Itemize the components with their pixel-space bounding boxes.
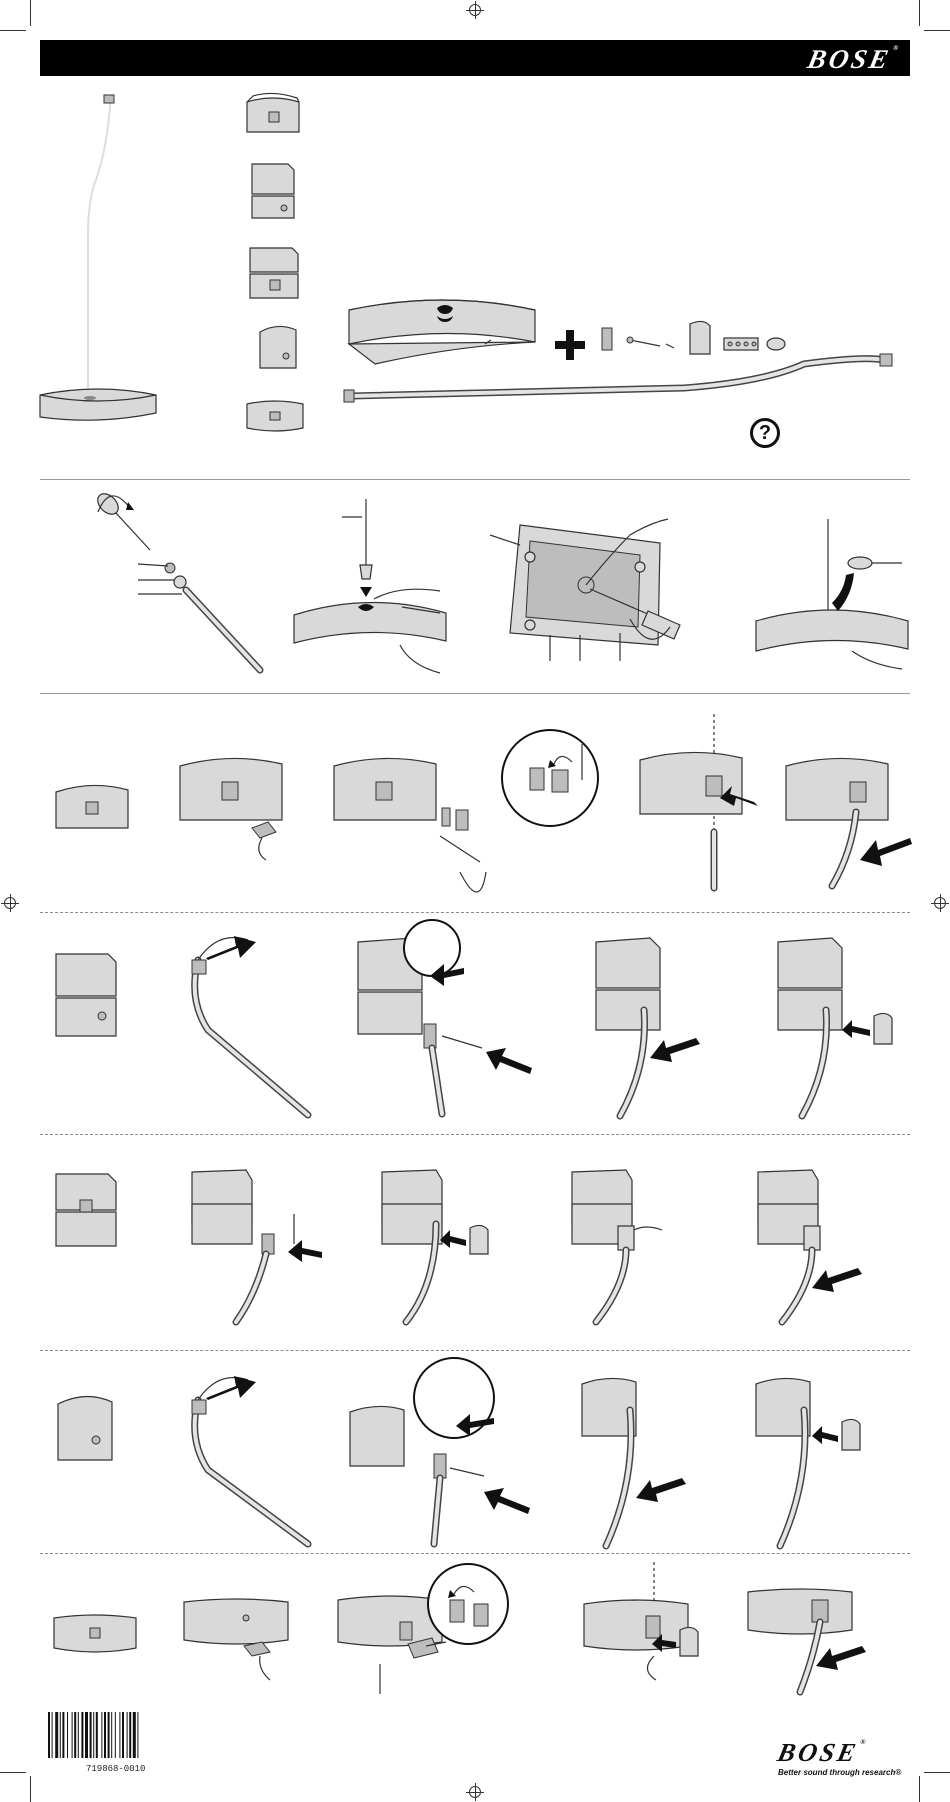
speaker-double-cube-thumbnail: [248, 160, 298, 220]
crop-mark: [30, 1776, 31, 1802]
row2-step2: [352, 918, 542, 1118]
row3-step3: [566, 1164, 696, 1324]
brand-tagline: Better sound through research®: [778, 1768, 901, 1777]
step-attach-base-underside: [490, 515, 680, 675]
brand-logo: BOSE®: [805, 44, 899, 75]
row1-step4: [636, 712, 756, 892]
section-divider: [40, 912, 910, 913]
section-divider: [40, 1134, 910, 1135]
row2-thumbnail: [52, 950, 122, 1040]
row4-step3: [576, 1370, 716, 1550]
row2-step4: [772, 926, 912, 1120]
registration-mark-top: [469, 4, 481, 16]
crop-mark: [924, 1772, 950, 1773]
row1-thumbnail: [52, 780, 132, 832]
row4-step2: [344, 1358, 534, 1548]
section-divider: [40, 693, 910, 694]
step-cap-rod-base: [752, 515, 912, 675]
help-question-icon: ?: [750, 418, 780, 448]
row2-step1: [178, 920, 318, 1120]
row1-step2: [330, 752, 490, 902]
section-divider: [40, 1553, 910, 1554]
crop-mark: [30, 0, 31, 26]
crop-mark: [919, 0, 920, 26]
row3-thumbnail: [52, 1170, 122, 1250]
row5-step3: [580, 1560, 710, 1700]
crop-mark: [0, 30, 26, 31]
row3-step2: [376, 1164, 506, 1324]
speaker-center-thumbnail: [244, 398, 306, 434]
speaker-cube-front-thumbnail: [243, 94, 303, 136]
row5-step2: [334, 1560, 514, 1700]
registration-mark-left: [4, 897, 16, 909]
part-number: 719868-0010: [86, 1764, 145, 1774]
registration-mark-bottom: [469, 1786, 481, 1798]
row2-step3: [590, 926, 730, 1120]
row5-step1: [180, 1596, 300, 1686]
row4-thumbnail: [52, 1390, 118, 1466]
step-insert-rod-base: [290, 495, 450, 675]
row4-step1: [178, 1360, 318, 1550]
row1-step1: [176, 752, 286, 862]
connecting-rod: [344, 352, 904, 412]
speaker-single-cube-thumbnail: [254, 322, 302, 372]
crop-mark: [919, 1776, 920, 1802]
row1-step5: [782, 752, 912, 892]
barcode: [48, 1712, 166, 1762]
row1-step3-zoom: [500, 728, 600, 828]
section-divider: [40, 479, 910, 480]
header-bar: BOSE®: [40, 40, 910, 76]
section-divider: [40, 1350, 910, 1351]
row5-step4: [744, 1586, 874, 1696]
row4-step4: [750, 1370, 890, 1550]
row3-step4: [752, 1164, 892, 1324]
speaker-stacked-thumbnail: [246, 244, 302, 302]
crop-mark: [924, 30, 950, 31]
row5-thumbnail: [50, 1612, 140, 1656]
step-screwdriver-rod: [90, 490, 270, 680]
registration-mark-right: [934, 897, 946, 909]
row3-step1: [186, 1164, 326, 1324]
floor-stand-illustration: [38, 95, 168, 435]
footer-brand-logo: BOSE®: [775, 1738, 867, 1768]
crop-mark: [0, 1772, 26, 1773]
